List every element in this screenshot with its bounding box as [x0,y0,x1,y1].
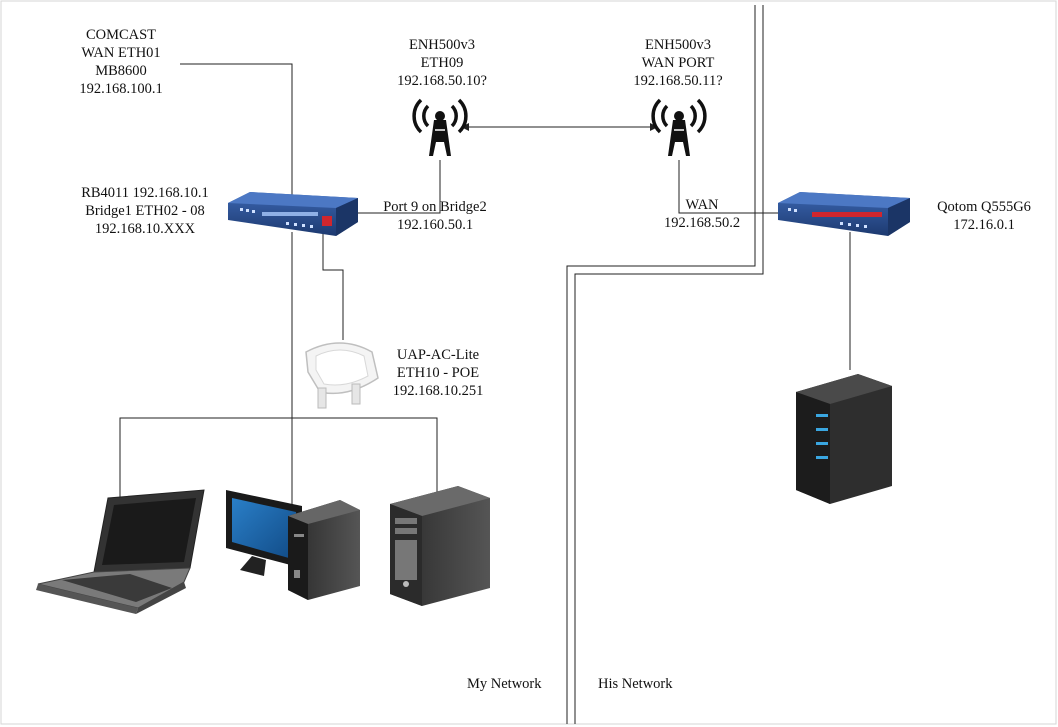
enh-right-line-2: WAN PORT [641,55,715,71]
port9-line-2: 192.160.50.1 [396,217,474,233]
wan-link-line-right [678,160,778,214]
qotom-label: Qotom Q555G6 172.16.0.1 [922,198,1046,234]
enh-left-line-1: ENH500v3 [408,37,476,53]
desktop-computer-icon [226,490,360,600]
wan-line-1: WAN [685,197,719,213]
port9-label: Port 9 on Bridge2 192.160.50.1 [372,198,498,234]
comcast-label: COMCAST WAN ETH01 MB8600 192.168.100.1 [60,26,182,98]
antenna-right-icon [651,98,707,156]
his-network-label: His Network [598,676,673,692]
comcast-line-2: WAN ETH01 [81,45,161,61]
qotom-line-1: Qotom Q555G6 [937,199,1031,215]
access-point-icon [305,342,379,409]
client-bus-line [119,417,438,545]
enh-left-label: ENH500v3 ETH09 192.168.50.10? [382,36,502,90]
uap-line-1: UAP-AC-Lite [396,347,480,363]
tower-pc-icon [390,486,490,606]
uap-link-line [322,232,344,340]
wan-link-line [180,63,293,195]
rb4011-line-1: RB4011 192.168.10.1 [81,185,209,201]
uap-line-3: 192.168.10.251 [392,383,484,399]
server-icon [796,374,892,504]
rb4011-line-3: 192.168.10.XXX [94,221,196,237]
enh-right-label: ENH500v3 WAN PORT 192.168.50.11? [618,36,738,90]
comcast-line-1: COMCAST [85,27,157,43]
rb4011-line-2: Bridge1 ETH02 - 08 [85,203,205,219]
enh-left-line-3: 192.168.50.10? [397,73,487,89]
comcast-line-4: 192.168.100.1 [79,81,163,97]
router-rb4011-icon [228,192,358,236]
rb4011-label: RB4011 192.168.10.1 Bridge1 ETH02 - 08 1… [70,184,220,238]
enh-right-line-1: ENH500v3 [644,37,712,53]
connection-lines [119,63,851,545]
wan-label: WAN 192.168.50.2 [650,196,754,232]
qotom-line-2: 172.16.0.1 [953,217,1015,233]
antenna-left-icon [412,98,468,156]
enh-right-line-3: 192.168.50.11? [633,73,723,89]
wan-line-2: 192.168.50.2 [663,215,741,231]
uap-label: UAP-AC-Lite ETH10 - POE 192.168.10.251 [380,346,496,400]
my-network-label: My Network [467,676,542,692]
router-qotom-icon [778,192,910,236]
laptop-icon [36,489,205,614]
comcast-line-3: MB8600 [95,63,147,79]
enh-left-line-2: ETH09 [420,55,464,71]
network-divider [566,5,764,724]
uap-line-2: ETH10 - POE [396,365,480,381]
port9-link-line [358,160,441,214]
port9-line-1: Port 9 on Bridge2 [383,199,487,215]
